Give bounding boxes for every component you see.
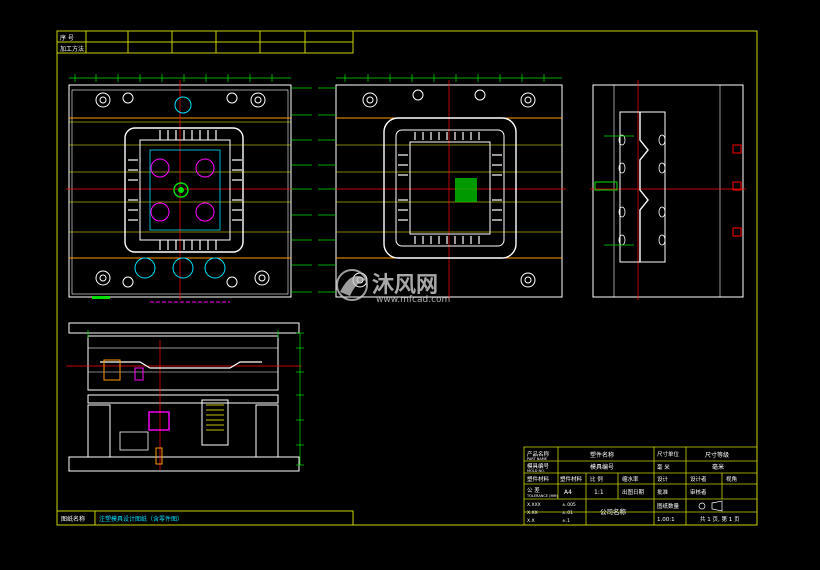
tb-designer-label: 设计者: [690, 475, 707, 483]
tb-part-name-label: 产品名称: [527, 450, 550, 458]
tb-checker-label: 审核者: [690, 488, 707, 496]
tb-mm-label: 毫 米: [657, 463, 670, 471]
tb-unit-value: 毫米: [712, 463, 724, 471]
projection-symbol-icon: [698, 500, 723, 512]
tb-tol-row-2-x: X.XX: [527, 510, 538, 516]
tb-tol-row-1-x: X.XXX: [527, 502, 541, 508]
watermark-brand-cn: 沐风网: [372, 273, 438, 298]
tb-tolerance-sub: TOLERANCE (MM): [526, 494, 559, 498]
tb-part-name-value: 塑件名称: [590, 451, 614, 459]
tb-company: 公司名称: [600, 507, 627, 516]
tb-mold-no-label: 模具编号: [527, 462, 550, 470]
tb-tol-row-3-v: ±.1: [562, 518, 570, 524]
tb-mold-no-sub: MOLD NO.: [527, 469, 545, 473]
tb-sheet-value: 共 1 页, 第 1 页: [700, 515, 740, 523]
tb-projection-label: 视角: [726, 475, 737, 483]
tb-scale-ratio: 1.00:1: [657, 517, 675, 523]
watermark: 沐风网 www.mfcad.com: [336, 269, 450, 305]
name-bar-label: 图纸名称: [61, 515, 85, 523]
tb-part-name-sub: PART NAME: [527, 457, 547, 461]
tb-scale-value: 1:1: [594, 489, 604, 496]
side-view-right: [590, 80, 746, 300]
drawing-border: [56, 30, 758, 526]
tb-material-value: 塑件材料: [560, 475, 583, 483]
watermark-logo-icon: [336, 269, 368, 301]
tb-tol-row-2-v: ±.01: [562, 510, 573, 516]
tb-design-label: 设计: [657, 475, 669, 483]
tb-tol-row-1-v: ±.005: [562, 502, 576, 508]
tb-shrink-label: 缩水率: [622, 475, 639, 483]
tb-paper-size: A4: [564, 489, 572, 496]
tb-size-label: 尺寸单位: [657, 450, 680, 458]
tb-mold-no-value: 模具编号: [590, 463, 614, 471]
tb-material-label: 塑件材料: [527, 475, 550, 483]
tb-size-value: 尺寸等级: [705, 451, 729, 459]
header-process-label: 加工方法: [60, 45, 84, 53]
section-view-bottom: [66, 322, 304, 472]
tb-drawing-date-label: 出图日期: [622, 488, 645, 496]
tb-scale-label: 比 例: [590, 475, 603, 483]
tb-tolerance-label: 公 差: [527, 486, 540, 494]
tb-approve-label: 批准: [657, 488, 669, 496]
header-serial-label: 序 号: [60, 34, 74, 42]
plan-view-left: [66, 74, 312, 303]
tb-tol-row-3-x: X.X: [527, 518, 535, 524]
tb-sheet-label: 图纸数量: [657, 502, 680, 510]
name-bar-value: 注塑模具设计图纸（含零件图）: [99, 515, 183, 523]
plan-view-middle: [318, 74, 566, 300]
watermark-url: www.mfcad.com: [376, 295, 450, 305]
title-block: [523, 446, 758, 526]
name-bar: [56, 510, 354, 526]
header-table: [56, 30, 354, 54]
